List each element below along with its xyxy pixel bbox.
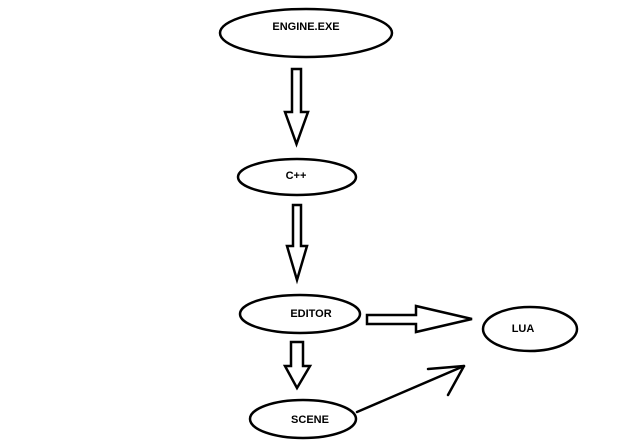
node-scene-label: SCENE [291,414,329,426]
node-cpp: C++ [236,157,358,197]
node-lua-shape [481,305,579,353]
node-editor: EDITOR [238,293,362,335]
node-scene-shape [248,398,358,440]
node-lua-label: LUA [512,323,535,335]
node-cpp-shape [236,157,358,197]
node-scene: SCENE [248,398,358,440]
arrow-scene-to-lua-head [426,364,466,397]
arrow-editor-to-lua [365,304,473,334]
node-engine-label: ENGINE.EXE [272,21,339,33]
arrow-scene-to-lua [355,364,466,414]
node-editor-shape [238,293,362,335]
node-engine-shape [218,7,394,59]
arrow-engine-to-cpp [283,67,310,148]
arrow-cpp-to-editor [285,203,309,285]
node-engine: ENGINE.EXE [218,7,394,59]
arrow-editor-to-scene [282,340,313,391]
node-lua: LUA [481,305,579,353]
arrow-scene-to-lua-shaft [355,364,466,414]
node-cpp-label: C++ [286,170,307,182]
node-editor-label: EDITOR [290,308,331,320]
